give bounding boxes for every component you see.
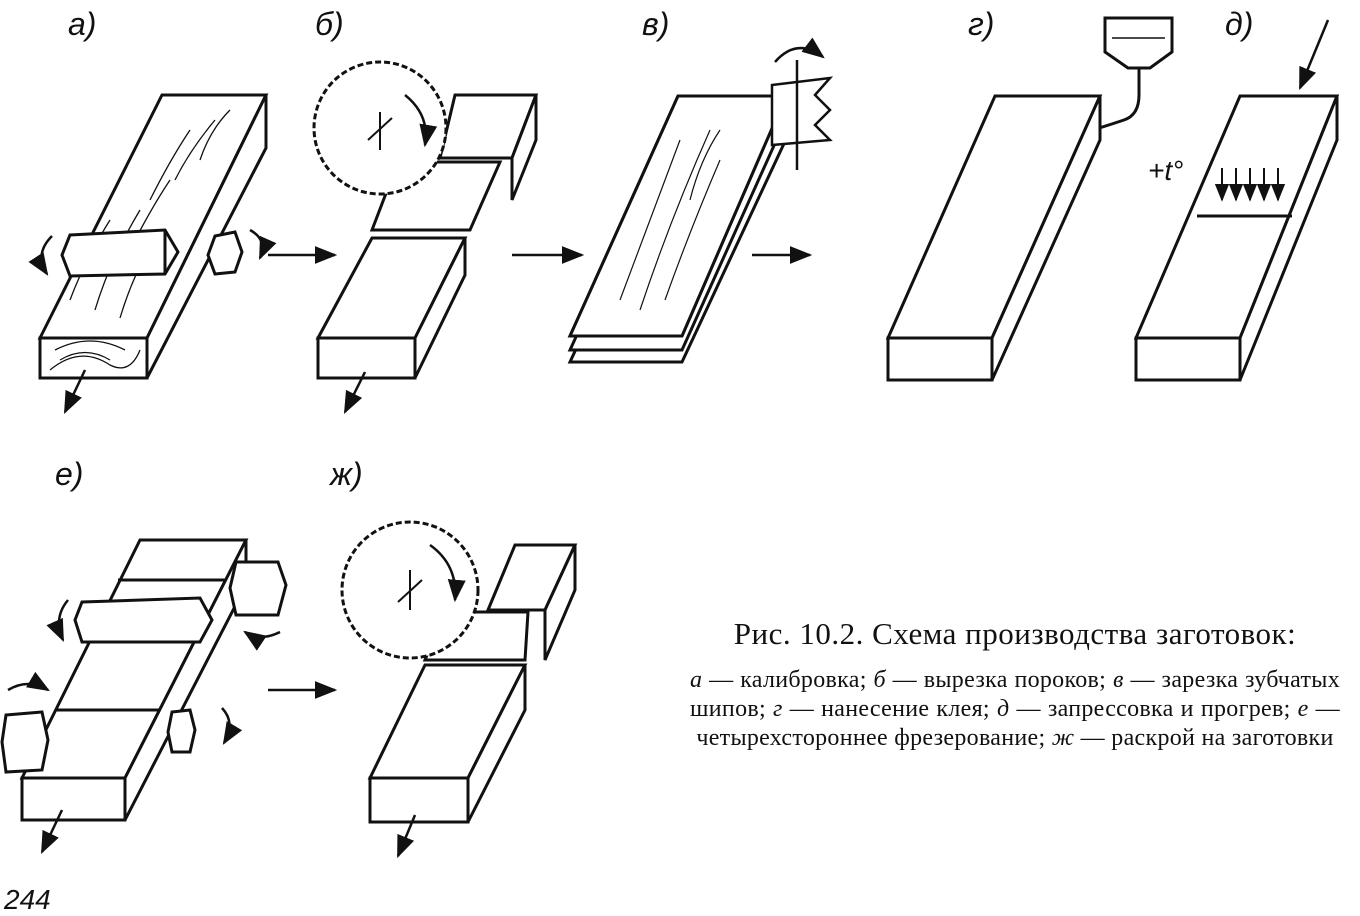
feed-arrow-icon: [343, 371, 367, 415]
heat-arrows-icon: [1214, 168, 1286, 202]
panel-v-board-stack: [567, 94, 798, 364]
rotation-arrow-icon: [28, 235, 53, 276]
legend-key: в: [1112, 667, 1124, 693]
legend-key: д: [996, 696, 1010, 722]
panel-label-e: е): [55, 456, 84, 492]
circular-saw-icon: [340, 520, 480, 660]
press-arrow-icon: [1298, 19, 1330, 91]
circular-saw-icon: [312, 60, 448, 196]
milling-head-icon: [0, 560, 288, 774]
rotation-arrow-icon: [249, 228, 277, 261]
panel-g-board: [885, 94, 1103, 382]
rotation-arrow-icon: [46, 599, 69, 643]
legend-key: а: [690, 667, 703, 693]
panel-d-board: [1133, 94, 1340, 382]
panel-label-v: в): [642, 6, 670, 42]
panel-e-board: [19, 538, 249, 822]
panel-label-g: г): [968, 6, 995, 42]
caption-title: Рис. 10.2. Схема производства заготовок:: [733, 616, 1297, 651]
figure-caption: Рис. 10.2. Схема производства заготовок:…: [690, 616, 1340, 753]
legend-text: нанесение клея: [821, 696, 983, 722]
legend-text: зарезка зубчатых шипов: [690, 667, 1341, 722]
feed-arrow-icon: [63, 369, 87, 415]
panel-label-zh: ж): [330, 456, 363, 492]
panel-label-b: б): [315, 6, 344, 42]
calibration-roller-icon: [60, 228, 244, 278]
legend-text: вырезка пороков: [923, 667, 1100, 693]
finger-joint-cutter-icon: [770, 37, 834, 170]
legend-text: калибровка: [740, 667, 860, 693]
legend-text: раскрой на заготовки: [1111, 725, 1334, 751]
legend-key: е: [1297, 696, 1309, 722]
rotation-arrow-icon: [7, 671, 50, 692]
page-number: 244: [4, 884, 51, 915]
legend-key: ж: [1051, 725, 1075, 751]
caption-legend: а — калибровка; б — вырезка пороков; в —…: [690, 667, 1341, 751]
legend-text: четырехстороннее фрезерование: [696, 725, 1039, 751]
legend-key: б: [873, 667, 886, 693]
panel-b-board: [315, 93, 539, 380]
feed-arrow-icon: [40, 809, 64, 855]
legend-key: г: [773, 696, 783, 722]
rotation-arrow-icon: [221, 707, 243, 745]
legend-text: запрессовка и прогрев: [1047, 696, 1284, 722]
panel-label-d: д): [1225, 6, 1254, 42]
feed-arrow-icon: [396, 814, 417, 859]
heat-label: +t°: [1148, 155, 1183, 186]
panel-a-board: [37, 93, 269, 380]
panel-label-a: а): [68, 6, 97, 42]
glue-container-icon: [1098, 16, 1174, 130]
rotation-arrow-icon: [243, 630, 281, 651]
